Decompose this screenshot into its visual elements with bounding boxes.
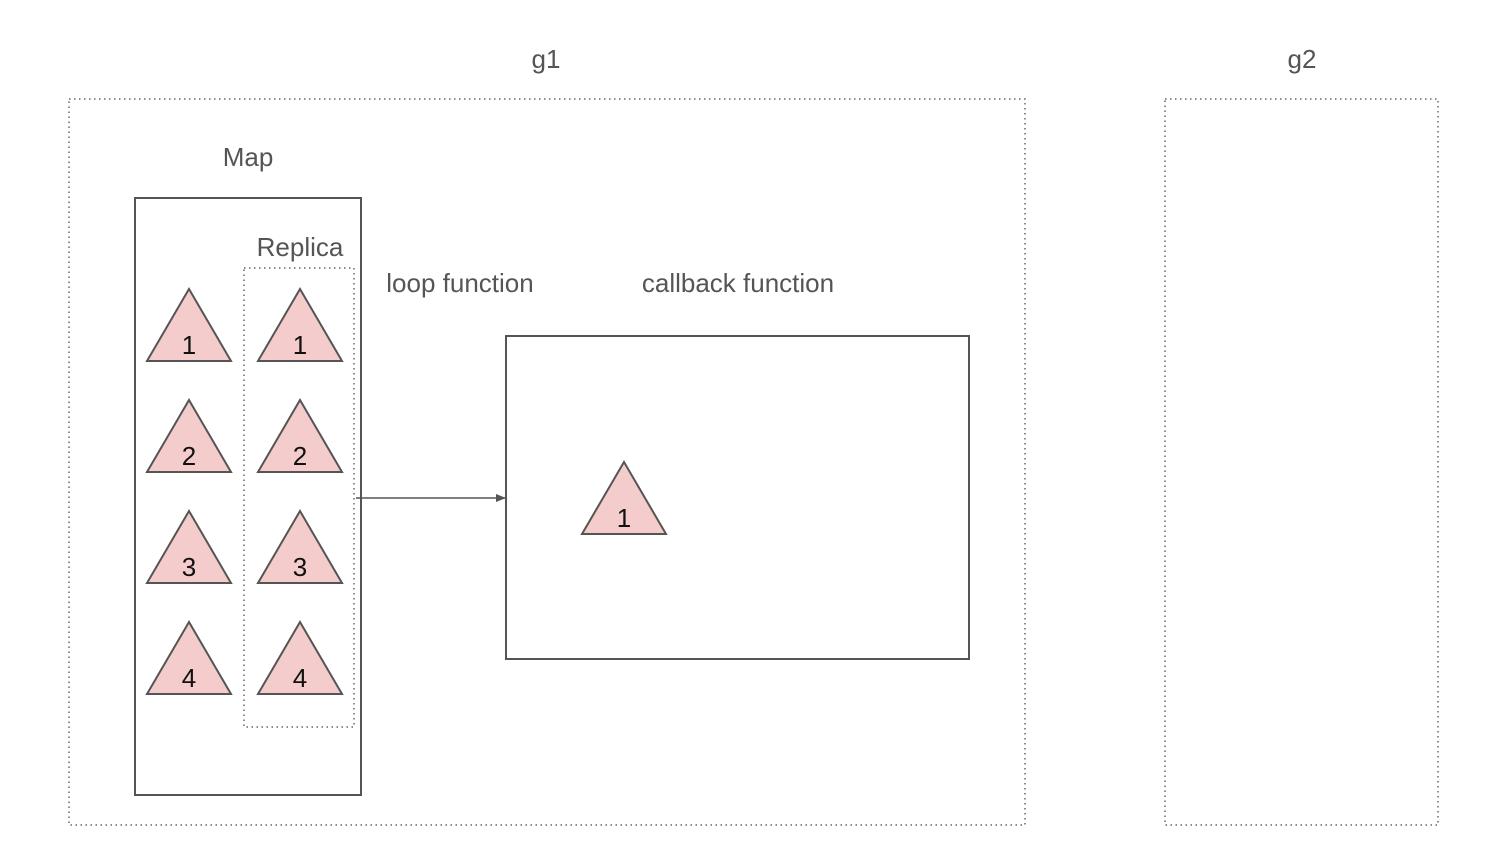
map-label: Map [223,142,274,172]
group-g2-box [1164,98,1439,826]
map-triangle-shape [145,620,233,695]
replica-triangle-1[interactable]: 1 [256,287,344,362]
callback-triangle-shape [580,460,668,535]
callback-triangle-label: 1 [617,503,631,533]
replica-triangle-shape [256,509,344,584]
map-box [134,197,362,796]
replica-triangle-label: 2 [293,441,307,471]
callback-function-label: callback function [642,268,834,298]
group-g1-box [68,98,1026,826]
edge-loop-function[interactable]: loop function [356,268,534,502]
map-triangle-label: 4 [182,663,196,693]
replica-node[interactable]: Replica 1 2 3 4 [243,232,355,728]
callback-node[interactable]: callback function 1 [505,268,970,660]
group-g2[interactable]: g2 [1164,44,1439,826]
map-triangle-3[interactable]: 3 [145,509,233,584]
replica-triangle-label: 4 [293,663,307,693]
replica-items: 1 2 3 4 [256,287,344,695]
map-triangle-4[interactable]: 4 [145,620,233,695]
group-g2-label: g2 [1288,44,1317,74]
map-items: 1 2 3 4 [145,287,233,695]
map-triangle-shape [145,509,233,584]
replica-triangle-2[interactable]: 2 [256,398,344,473]
replica-triangle-3[interactable]: 3 [256,509,344,584]
group-g1[interactable]: g1 [68,44,1026,826]
replica-triangle-label: 3 [293,552,307,582]
map-triangle-label: 2 [182,441,196,471]
loop-function-label: loop function [386,268,533,298]
group-g1-label: g1 [532,44,561,74]
replica-box [243,267,355,728]
callback-items: 1 [580,460,668,535]
map-triangle-label: 1 [182,330,196,360]
replica-triangle-shape [256,620,344,695]
map-triangle-2[interactable]: 2 [145,398,233,473]
callback-triangle-1[interactable]: 1 [580,460,668,535]
replica-triangle-shape [256,398,344,473]
replica-triangle-shape [256,287,344,362]
callback-box [505,335,970,660]
map-triangle-shape [145,398,233,473]
map-triangle-1[interactable]: 1 [145,287,233,362]
map-triangle-label: 3 [182,552,196,582]
replica-triangle-label: 1 [293,330,307,360]
map-triangle-shape [145,287,233,362]
replica-label: Replica [257,232,344,262]
map-node[interactable]: Map 1 2 3 4 [134,142,362,796]
replica-triangle-4[interactable]: 4 [256,620,344,695]
